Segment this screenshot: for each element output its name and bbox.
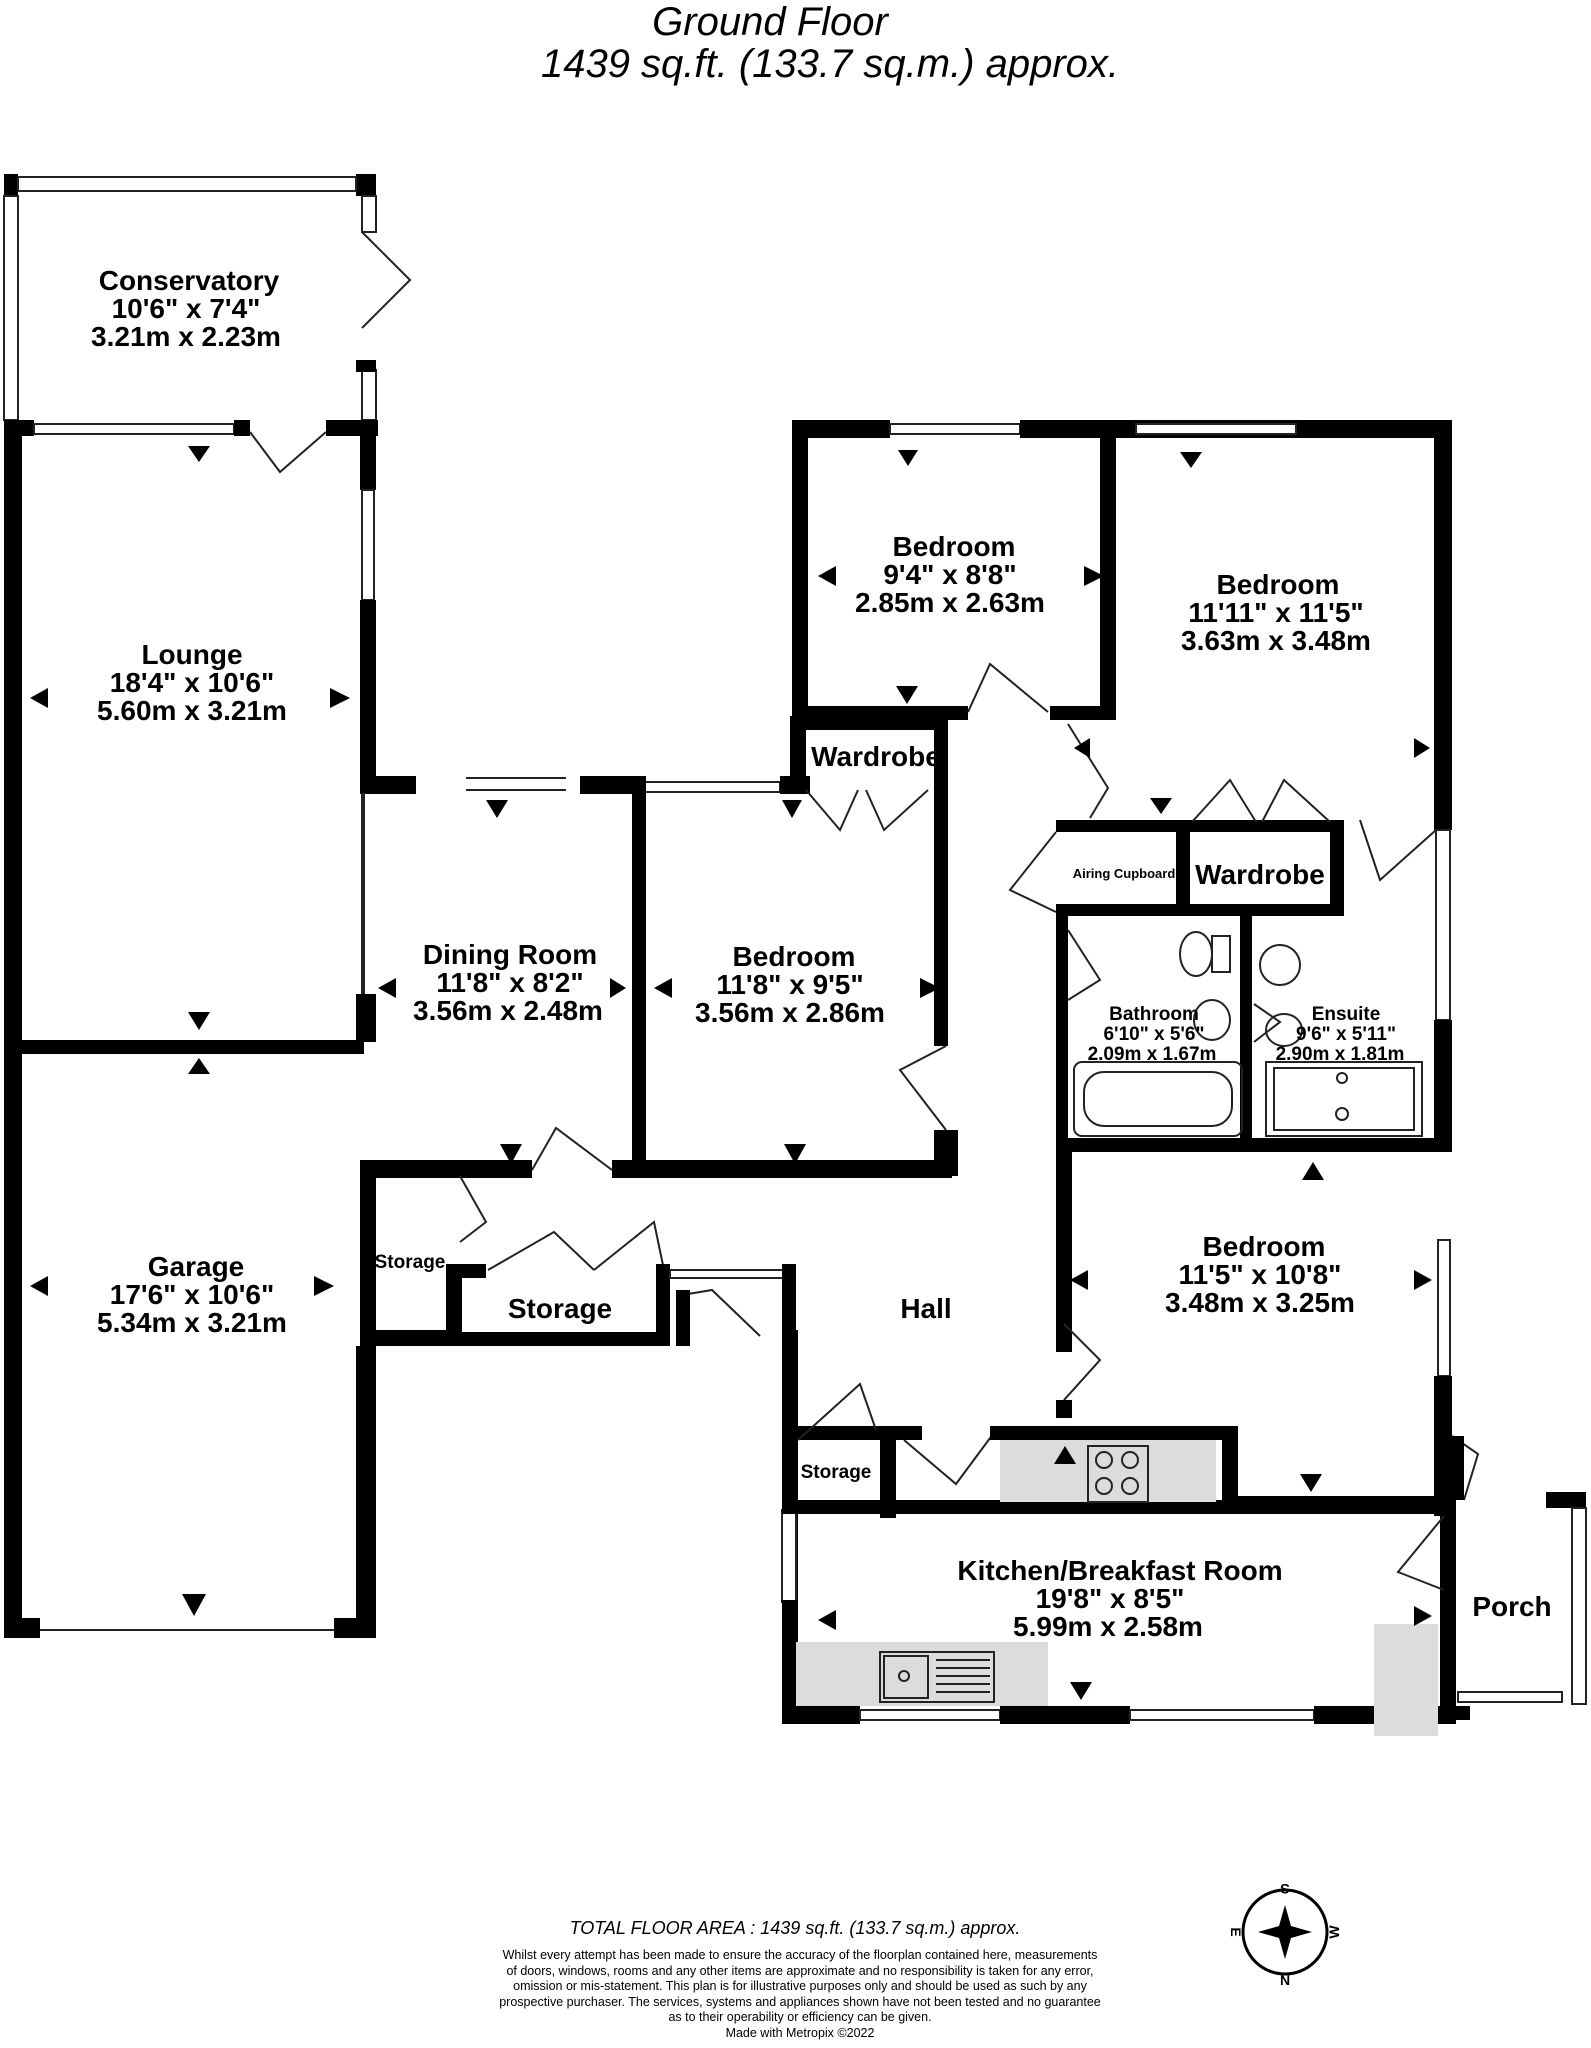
floor-title: Ground Floor — [652, 0, 888, 44]
kitchen-fixtures — [796, 1440, 1438, 1736]
wardrobe-master-name: Wardrobe — [1195, 859, 1325, 890]
ensuite-imperial: 9'6" x 5'11" — [1296, 1024, 1396, 1045]
storage-large-name: Storage — [508, 1293, 612, 1324]
lounge-imperial: 18'4" x 10'6" — [110, 667, 274, 698]
garage-walls — [4, 994, 376, 1638]
compass-w: W — [1326, 1925, 1340, 1939]
airing-cupboard-name: Airing Cupboard — [1073, 866, 1176, 881]
bathroom-imperial: 6'10" x 5'6" — [1103, 1024, 1204, 1045]
bedroom-mid-imperial: 11'8" x 9'5" — [716, 969, 863, 1000]
conservatory-imperial: 10'6" x 7'4" — [112, 293, 261, 324]
dining-imperial: 11'8" x 8'2" — [436, 967, 583, 998]
lounge-walls — [4, 420, 416, 1630]
bedroom-master-walls — [1067, 420, 1452, 1140]
bedroom-lower-name: Bedroom — [1203, 1231, 1326, 1262]
room-dining: Dining Room 11'8" x 8'2" 3.56m x 2.48m — [413, 939, 603, 1026]
room-bedroom-master: Bedroom 11'11" x 11'5" 3.63m x 3.48m — [1181, 569, 1371, 656]
disclaimer-line: of doors, windows, rooms and any other i… — [506, 1963, 1094, 1978]
compass-s: S — [1280, 1881, 1289, 1897]
ensuite-name: Ensuite — [1312, 1004, 1381, 1025]
credit-line: Made with Metropix ©2022 — [725, 2025, 875, 2040]
kitchen-name: Kitchen/Breakfast Room — [957, 1555, 1282, 1586]
compass-rose-icon: S N E W — [1230, 1881, 1340, 1987]
room-ensuite: Ensuite 9'6" x 5'11" 2.90m x 1.81m — [1276, 1004, 1405, 1065]
bedroom-master-name: Bedroom — [1217, 569, 1340, 600]
bedroom-master-imperial: 11'11" x 11'5" — [1188, 597, 1363, 628]
bedroom-small-walls — [792, 420, 1452, 720]
conservatory-walls — [3, 174, 412, 421]
lounge-metric: 5.60m x 3.21m — [97, 695, 287, 726]
disclaimer: Whilst every attempt has been made to en… — [400, 1948, 1200, 2041]
garage-metric: 5.34m x 3.21m — [97, 1307, 287, 1338]
room-bathroom: Bathroom 6'10" x 5'6" 2.09m x 1.67m — [1088, 1004, 1217, 1065]
bedroom-small-metric: 2.85m x 2.63m — [855, 587, 1045, 618]
bath-fixtures — [1073, 931, 1423, 1137]
disclaimer-line: prospective purchaser. The services, sys… — [499, 1994, 1101, 2009]
conservatory-name: Conservatory — [99, 265, 280, 296]
bedroom-mid-metric: 3.56m x 2.86m — [695, 997, 885, 1028]
wardrobe-top-name: Wardrobe — [811, 741, 941, 772]
dining-metric: 3.56m x 2.48m — [413, 995, 603, 1026]
disclaimer-line: as to their operability or efficiency ca… — [668, 2010, 932, 2024]
compass-n: N — [1280, 1972, 1290, 1987]
bedroom-mid-name: Bedroom — [733, 941, 856, 972]
porch-name: Porch — [1472, 1591, 1551, 1622]
room-lounge: Lounge 18'4" x 10'6" 5.60m x 3.21m — [97, 639, 287, 726]
dining-walls — [360, 776, 952, 1178]
ensuite-metric: 2.90m x 1.81m — [1276, 1044, 1405, 1065]
bedroom-small-name: Bedroom — [893, 531, 1016, 562]
kitchen-imperial: 19'8" x 8'5" — [1036, 1583, 1185, 1614]
room-kitchen: Kitchen/Breakfast Room 19'8" x 8'5" 5.99… — [957, 1555, 1282, 1642]
storage-small-name: Storage — [375, 1252, 446, 1273]
garage-name: Garage — [148, 1251, 245, 1282]
dimension-markers — [30, 446, 1432, 1700]
bath-walls — [1056, 916, 1452, 1152]
bathroom-name: Bathroom — [1109, 1004, 1199, 1025]
total-floor-area: TOTAL FLOOR AREA : 1439 sq.ft. (133.7 sq… — [569, 1918, 1021, 1938]
porch-walls — [1396, 1435, 1587, 1720]
room-bedroom-small: Bedroom 9'4" x 8'8" 2.85m x 2.63m — [855, 531, 1045, 618]
cupboard-walls — [1008, 778, 1344, 916]
dining-name: Dining Room — [423, 939, 597, 970]
kitchen-metric: 5.99m x 2.58m — [1013, 1611, 1203, 1642]
storage-hall-walls — [360, 1175, 798, 1600]
bedroom-master-metric: 3.63m x 3.48m — [1181, 625, 1371, 656]
disclaimer-line: omission or mis-statement. This plan is … — [513, 1979, 1087, 1993]
room-garage: Garage 17'6" x 10'6" 5.34m x 3.21m — [97, 1251, 287, 1338]
conservatory-metric: 3.21m x 2.23m — [91, 321, 281, 352]
bathroom-metric: 2.09m x 1.67m — [1088, 1044, 1217, 1065]
bedroom-lower-metric: 3.48m x 3.25m — [1165, 1287, 1355, 1318]
storage-kitchen-name: Storage — [801, 1462, 872, 1483]
garage-imperial: 17'6" x 10'6" — [110, 1279, 274, 1310]
lounge-name: Lounge — [141, 639, 242, 670]
kitchen-walls — [781, 1382, 1456, 1724]
hall-name: Hall — [900, 1293, 951, 1324]
floor-area: 1439 sq.ft. (133.7 sq.m.) approx. — [540, 42, 1120, 86]
disclaimer-line: Whilst every attempt has been made to en… — [502, 1948, 1098, 1962]
room-bedroom-mid: Bedroom 11'8" x 9'5" 3.56m x 2.86m — [695, 941, 885, 1028]
room-bedroom-lower: Bedroom 11'5" x 10'8" 3.48m x 3.25m — [1165, 1231, 1355, 1318]
bedroom-lower-imperial: 11'5" x 10'8" — [1179, 1259, 1342, 1290]
compass-e: E — [1230, 1927, 1244, 1936]
bedroom-small-imperial: 9'4" x 8'8" — [883, 559, 1016, 590]
room-conservatory: Conservatory 10'6" x 7'4" 3.21m x 2.23m — [91, 265, 281, 352]
